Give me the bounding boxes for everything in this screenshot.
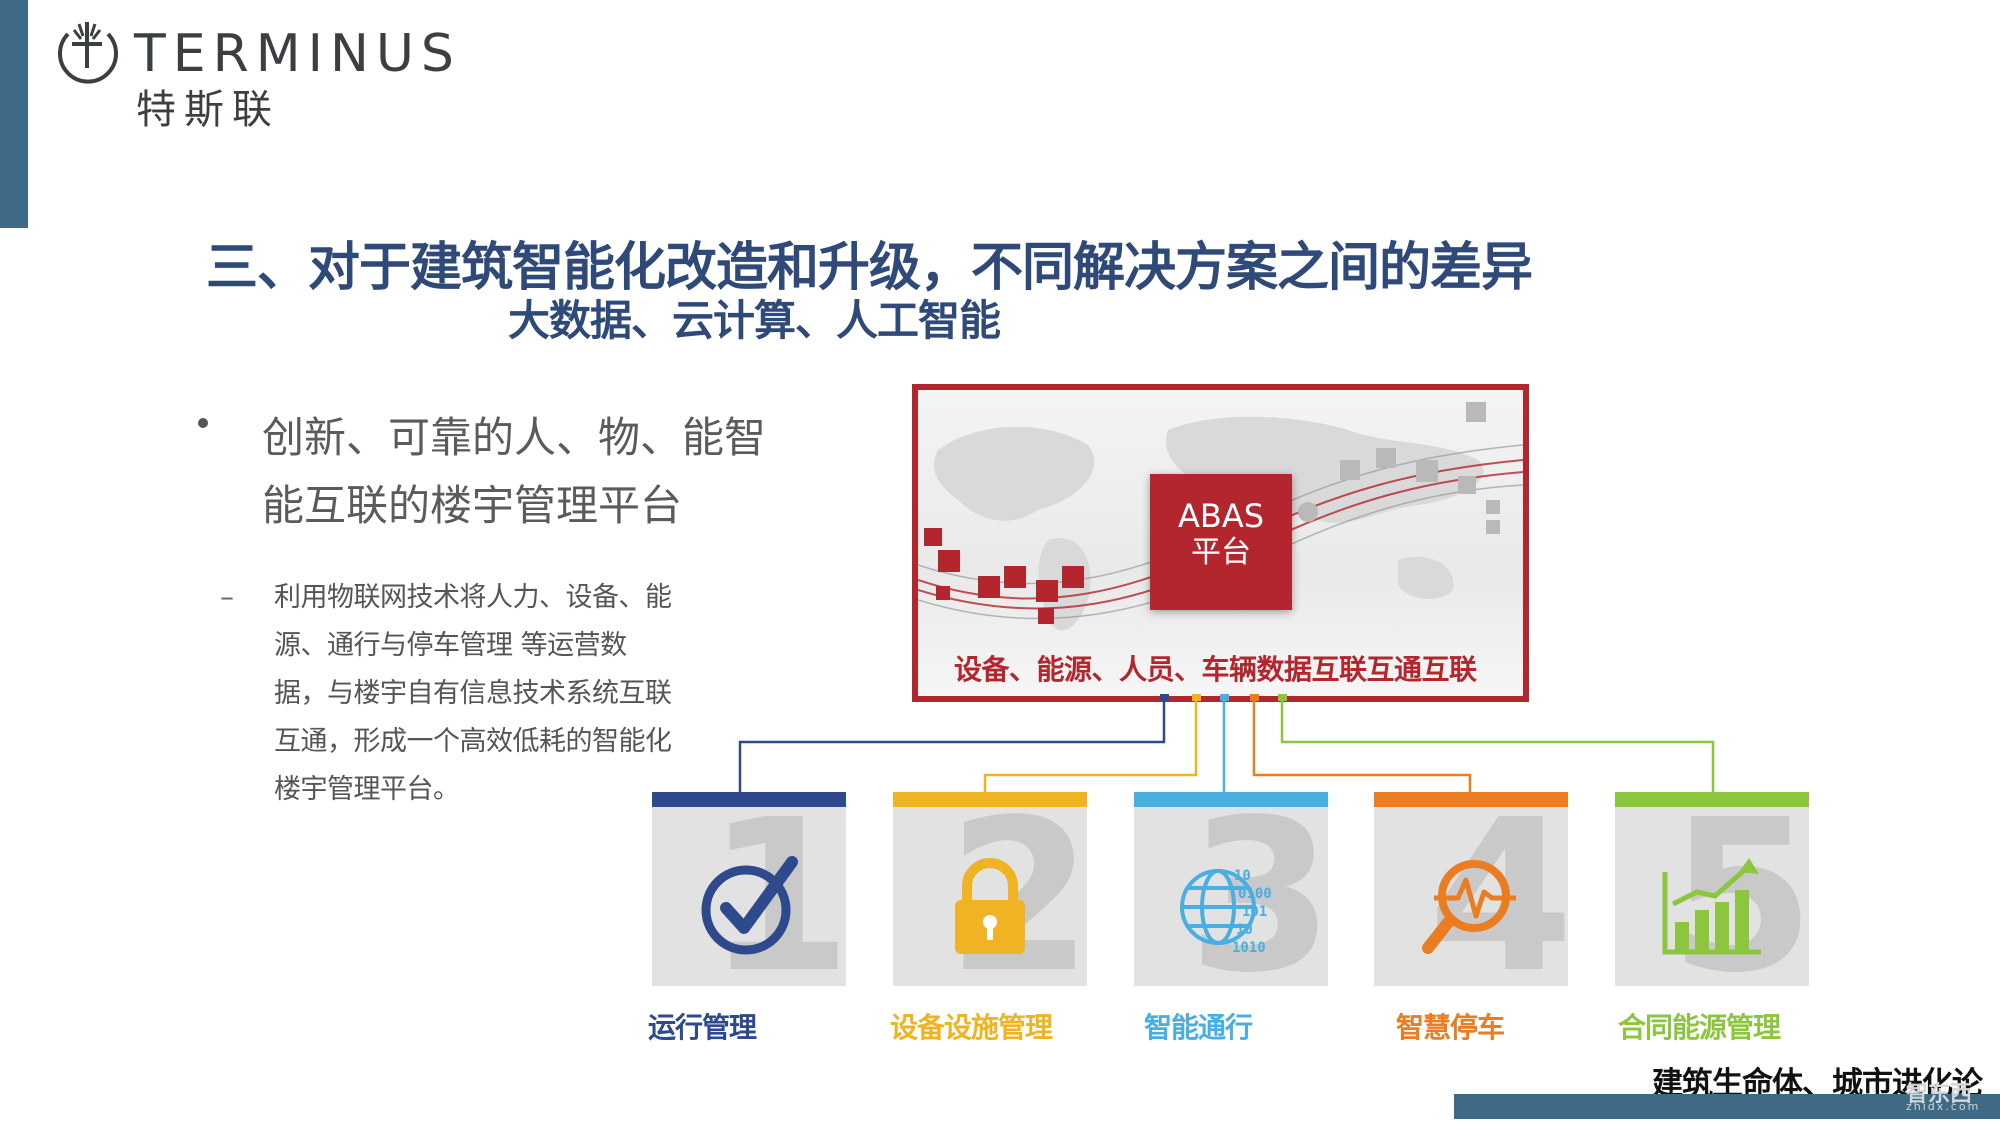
terminus-logo-icon: [58, 22, 118, 84]
module-card-bar: [893, 792, 1087, 807]
footer-accent-bar: [1454, 1094, 2000, 1119]
module-card-5: 5: [1615, 792, 1809, 986]
module-card-3: 3 10 0100 101 10 1010: [1134, 792, 1328, 986]
abas-platform-box: ABAS 平台: [1150, 474, 1292, 610]
growth-chart-icon: [1662, 858, 1761, 955]
module-card-2: 2: [893, 792, 1087, 986]
svg-text:101: 101: [1242, 904, 1267, 920]
watermark-logo: 智东西: [1906, 1082, 1973, 1107]
module-card-bar: [652, 792, 846, 807]
module-label-2: 设备设施管理: [890, 1011, 1053, 1044]
module-number: 4: [1427, 792, 1568, 986]
checkmark-icon: [701, 856, 798, 955]
slide-title: 三、对于建筑智能化改造和升级，不同解决方案之间的差异: [206, 238, 1533, 298]
module-card-bar: [1374, 792, 1568, 807]
sub-bullet-dash: –: [220, 580, 234, 613]
description-paragraph: 利用物联网技术将人力、设备、能源、通行与停车管理 等运营数据，与楼宇自有信息技术…: [274, 582, 672, 805]
abas-subtitle: 平台: [1191, 535, 1251, 570]
svg-text:1010: 1010: [1232, 940, 1266, 956]
connector-line-4: [1252, 698, 1472, 792]
module-card-bar: [1134, 792, 1328, 807]
brand-name-chinese: 特斯联: [136, 87, 280, 133]
svg-text:10: 10: [1236, 922, 1253, 938]
abas-platform-panel: ABAS 平台 设备、能源、人员、车辆数据互联互通互联: [912, 384, 1529, 702]
module-card-bar: [1615, 792, 1809, 807]
bullet-dot-icon: [198, 418, 208, 428]
module-label-5: 合同能源管理: [1618, 1011, 1781, 1044]
module-label-4: 智慧停车: [1396, 1011, 1505, 1044]
watermark-url: zhidx.com: [1906, 1100, 1981, 1113]
abas-title: ABAS: [1177, 497, 1265, 535]
slide-subtitle: 大数据、云计算、人工智能: [508, 296, 1001, 345]
connector-line-5: [1280, 698, 1715, 792]
module-label-3: 智能通行: [1144, 1011, 1253, 1044]
module-card-1: 1: [652, 792, 846, 986]
svg-text:10: 10: [1234, 868, 1251, 884]
bullet-text: 创新、可靠的人、物、能智能互联的楼宇管理平台: [262, 413, 767, 530]
connector-line-1: [738, 698, 1166, 792]
module-label-1: 运行管理: [648, 1011, 757, 1044]
left-accent-bar: [0, 0, 28, 228]
connector-line-2: [983, 698, 1198, 792]
brand-name-english: TERMINUS: [134, 24, 461, 84]
globe-data-icon: 10 0100 101 10 1010: [1180, 868, 1272, 956]
module-card-4: 4: [1374, 792, 1568, 986]
platform-caption: 设备、能源、人员、车辆数据互联互通互联: [954, 653, 1477, 686]
magnifier-pulse-icon: [1422, 860, 1516, 954]
svg-text:0100: 0100: [1238, 886, 1272, 902]
lock-icon: [955, 858, 1025, 954]
